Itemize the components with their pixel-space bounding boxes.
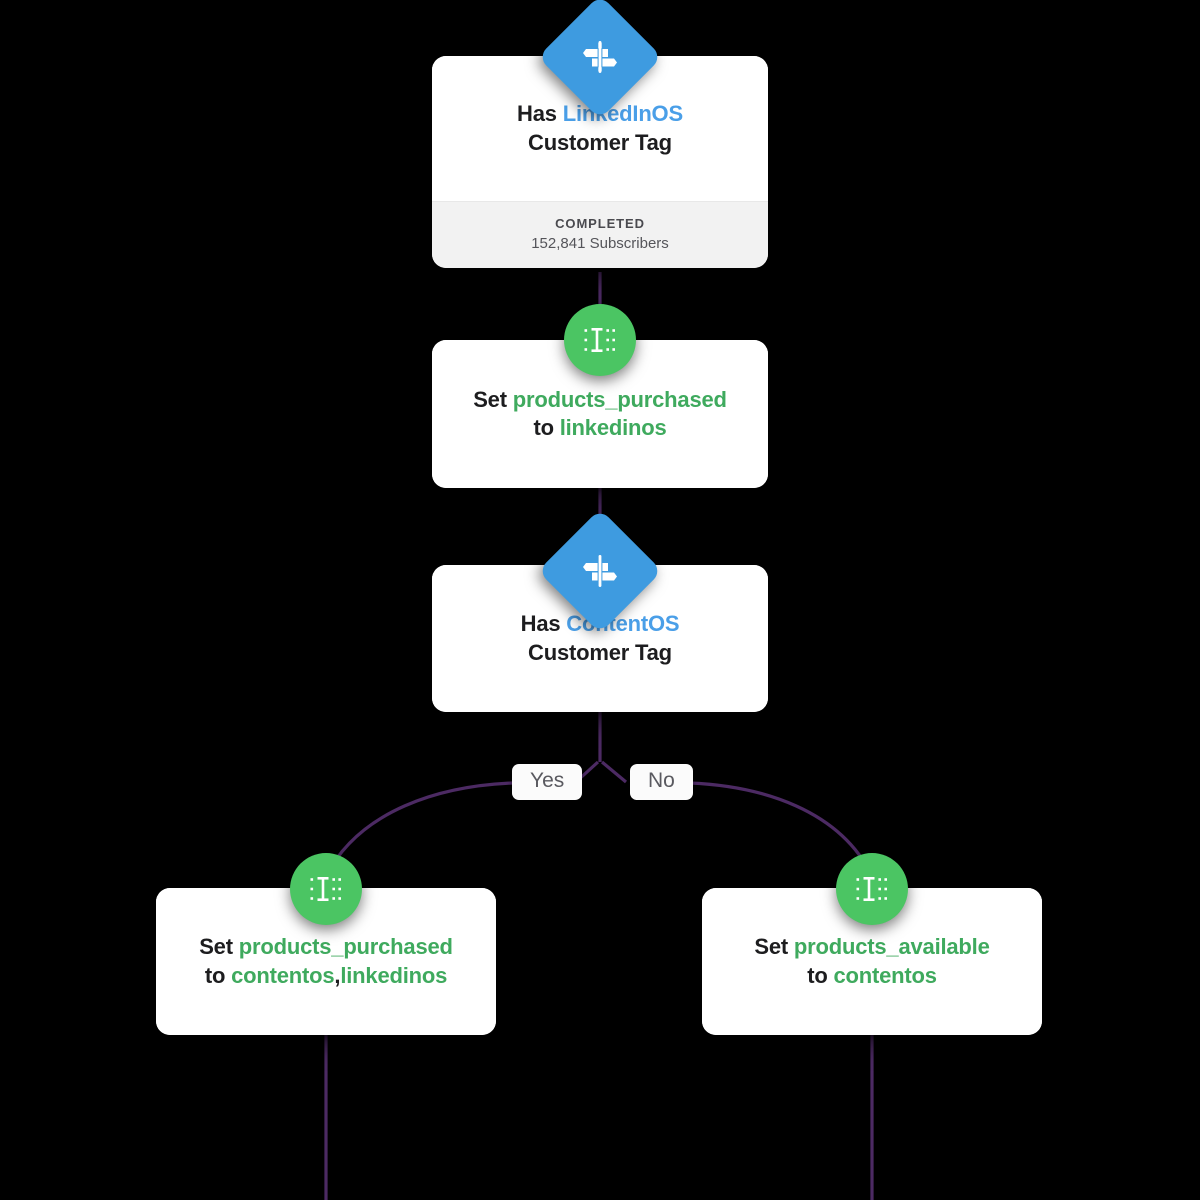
- node-title: Set products_purchased to linkedinos: [473, 386, 727, 442]
- node-action-prefix: Set: [473, 386, 513, 412]
- node-title-suffix: Customer Tag: [528, 639, 672, 665]
- card-body: Set products_purchased to contentos,link…: [156, 888, 496, 1035]
- card-set-products-purchased-contentos[interactable]: Set products_purchased to contentos,link…: [156, 888, 496, 1035]
- card-body: Set products_available to contentos: [702, 888, 1042, 1035]
- set-property-icon-node4[interactable]: [290, 853, 362, 925]
- node-property-value: linkedinos: [559, 415, 667, 440]
- connector-split-to-no: [600, 760, 628, 784]
- node-title-prefix: Has: [520, 611, 567, 637]
- node-set-products-available-contentos[interactable]: Set products_available to contentos: [702, 888, 1042, 1035]
- node-title: Has LinkedInOS Customer Tag: [517, 100, 683, 156]
- signpost-icon: [583, 41, 617, 73]
- branch-label-yes-text: Yes: [530, 769, 565, 792]
- node-property-value-a: contentos: [231, 962, 335, 988]
- status-badge: COMPLETED: [555, 216, 645, 231]
- set-property-icon: [856, 877, 887, 901]
- set-property-icon: [310, 877, 341, 901]
- node-action-prefix: Set: [754, 934, 794, 960]
- node-title: Set products_purchased to contentos,link…: [199, 933, 453, 989]
- connector-yes-to-left-node: [324, 781, 513, 877]
- node-action-connector: to: [204, 962, 232, 988]
- node-title-suffix: Customer Tag: [528, 129, 672, 155]
- branch-label-no[interactable]: No: [630, 764, 693, 801]
- node-property-name: products_available: [793, 934, 990, 960]
- set-property-icon: [584, 328, 615, 352]
- set-property-icon-node2[interactable]: [564, 304, 636, 376]
- node-action-connector: to: [533, 415, 560, 440]
- node-property-name: products_purchased: [238, 934, 453, 960]
- connector-no-to-right-node: [689, 781, 874, 877]
- node-action-connector: to: [807, 962, 834, 988]
- node-title-prefix: Has: [517, 101, 563, 127]
- status-subscriber-count: 152,841 Subscribers: [531, 235, 669, 252]
- node-property-value-separator: ,: [334, 962, 341, 988]
- node-title: Has ContentOS Customer Tag: [521, 610, 680, 666]
- set-property-icon-node5[interactable]: [836, 853, 908, 925]
- card-has-contentos-customer-tag[interactable]: Has ContentOS Customer Tag: [432, 565, 768, 712]
- node-property-value-b: linkedinos: [340, 962, 448, 988]
- node-status-footer: COMPLETED 152,841 Subscribers: [432, 201, 768, 268]
- signpost-icon-node3[interactable]: [537, 508, 663, 634]
- card-set-products-available-contentos[interactable]: Set products_available to contentos: [702, 888, 1042, 1035]
- node-set-products-purchased-contentos[interactable]: Set products_purchased to contentos,link…: [156, 888, 496, 1035]
- node-title-accent: LinkedInOS: [562, 101, 683, 127]
- signpost-icon-node1[interactable]: [537, 0, 663, 120]
- node-property-value: contentos: [833, 962, 937, 988]
- signpost-icon: [583, 555, 617, 587]
- node-action-prefix: Set: [199, 934, 239, 960]
- node-title: Set products_available to contentos: [754, 933, 989, 989]
- node-has-contentos-customer-tag[interactable]: Has ContentOS Customer Tag: [432, 565, 768, 712]
- node-property-name: products_purchased: [512, 386, 727, 412]
- branch-label-no-text: No: [648, 769, 675, 792]
- branch-label-yes[interactable]: Yes: [512, 764, 583, 801]
